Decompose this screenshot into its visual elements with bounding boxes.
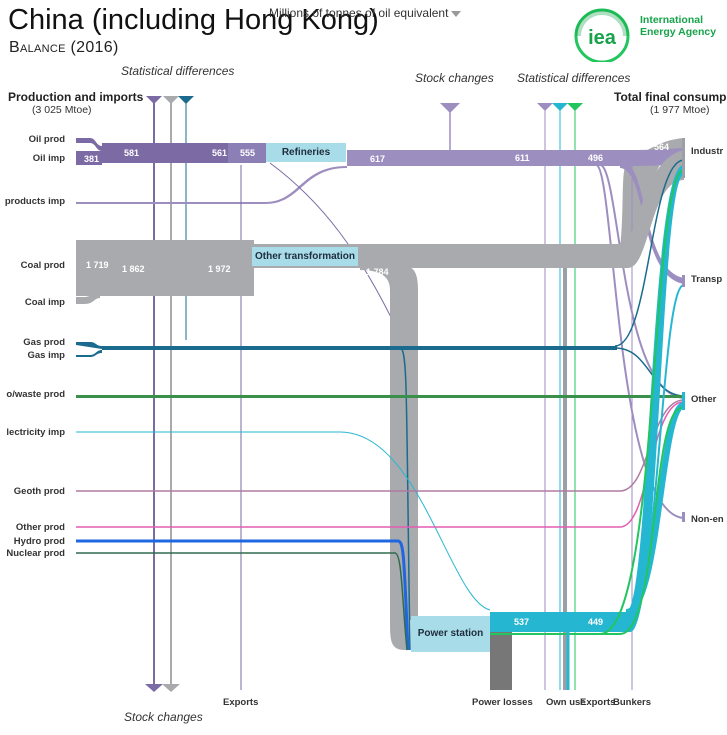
oil-cross-line	[269, 162, 403, 341]
sector-nonenergy: Non-en	[691, 514, 724, 525]
source-gas-prod: Gas prod	[23, 337, 65, 348]
source-hydro-prod: Hydro prod	[13, 536, 65, 547]
node-power-station[interactable]: Power station	[411, 616, 490, 652]
right-heading: Total final consump	[614, 90, 727, 104]
left-total: (3 025 Mtoe)	[32, 104, 92, 116]
stock-changes-bottom-label: Stock changes	[124, 710, 203, 724]
sector-bar-industry	[682, 138, 685, 178]
page-subtitle: Balance (2016)	[9, 39, 119, 56]
source-oil-prod: Oil prod	[28, 134, 65, 145]
hydro-flow	[76, 539, 410, 651]
exports-label: Exports	[223, 697, 259, 708]
oil-imp-flow	[76, 151, 102, 165]
power-losses-label: Power losses	[472, 697, 533, 708]
power-output-band	[490, 612, 630, 632]
nuclear-flow	[76, 552, 408, 651]
value-coal-1862: 1 862	[122, 264, 145, 274]
node-refineries[interactable]: Refineries	[266, 143, 346, 162]
sector-industry: Industr	[691, 146, 724, 157]
stat-diff-right-elec-marker	[552, 103, 568, 111]
coal-imp-flow	[76, 292, 100, 304]
coal-prod-flow	[76, 240, 254, 296]
logo-mark: iea	[588, 27, 617, 49]
oil-to-refinery	[228, 143, 266, 163]
sector-transport: Transp	[691, 274, 723, 285]
value-power-449: 449	[588, 617, 604, 627]
value-power-537: 537	[514, 617, 530, 627]
value-oil-496: 496	[588, 153, 604, 163]
exports2-label: Exports	[580, 697, 616, 708]
gas-main-flow	[102, 346, 617, 350]
gas-to-other	[614, 347, 685, 397]
geoth-flow	[76, 399, 685, 492]
value-oil-617: 617	[370, 154, 386, 164]
elec-imp-flow	[76, 431, 491, 611]
source-geoth-prod: Geoth prod	[13, 486, 65, 497]
source-coal-prod: Coal prod	[20, 260, 65, 271]
coal-mid-band	[358, 244, 628, 268]
chevron-down-icon	[451, 10, 462, 17]
own-use-label: Own use	[546, 697, 586, 708]
units-dropdown[interactable]: Millions of tonnes of oil equivalent	[269, 6, 462, 20]
other-prod-flow	[76, 401, 685, 528]
oil-main-flow	[102, 143, 264, 163]
source-oil-imp: Oil imp	[32, 153, 65, 164]
stock-change-oil-arrow	[145, 684, 163, 692]
stat-diff-right-label: Statistical differences	[517, 71, 631, 85]
value-oil-imp: 381	[84, 154, 100, 164]
green-heat-flow	[490, 406, 685, 635]
left-heading: Production and imports	[8, 90, 144, 104]
green-heat-industry	[599, 169, 685, 635]
power-losses-bar	[490, 632, 512, 690]
gas-to-power	[399, 347, 411, 651]
source-coal-imp: Coal imp	[24, 297, 65, 308]
stock-change-coal-arrow	[162, 684, 180, 692]
value-oil-561: 561	[212, 148, 228, 158]
iea-logo: iea	[574, 8, 630, 62]
source-nuclear-prod: Nuclear prod	[6, 548, 65, 559]
stock-changes-top-marker	[440, 103, 460, 113]
coal-to-tfc	[620, 150, 684, 268]
power-to-industry	[626, 164, 684, 632]
sector-bar-other	[682, 392, 685, 410]
stat-diff-left-label: Statistical differences	[121, 64, 235, 78]
bunkers-label: Bunkers	[613, 697, 652, 708]
power-to-transport	[625, 284, 685, 621]
gas-to-tfc	[614, 159, 685, 347]
value-oil-555: 555	[240, 148, 256, 158]
products-imp-flow	[76, 166, 347, 204]
stat-diff-right-green-marker	[567, 103, 583, 111]
sector-bar-transport	[682, 275, 685, 287]
value-oil-611: 611	[515, 153, 530, 163]
source-electricity-imp: lectricity imp	[6, 427, 65, 438]
source-other-prod: Other prod	[15, 522, 65, 533]
page-title: China (including Hong Kong)	[8, 4, 379, 36]
source-products-imp: products imp	[4, 196, 65, 207]
sector-other: Other	[691, 394, 717, 405]
stat-diff-coal-marker	[163, 96, 179, 104]
source-biowaste-prod: o/waste prod	[6, 389, 65, 400]
value-oil-581: 581	[124, 148, 140, 158]
right-total: (1 977 Mtoe)	[650, 104, 710, 116]
source-gas-imp: Gas imp	[27, 350, 66, 361]
node-other-transformation[interactable]: Other transformation	[252, 247, 358, 266]
value-coal-1784: 1 784	[366, 267, 389, 277]
gas-imp-flow	[76, 350, 102, 357]
bio-flow	[76, 395, 684, 398]
stat-diff-gas-marker	[178, 96, 194, 104]
oil-products-band	[347, 150, 617, 166]
value-coal-1972: 1 972	[208, 264, 231, 274]
stat-diff-right-oil-marker	[537, 103, 553, 111]
gas-prod-flow	[76, 342, 102, 349]
stat-diff-oil-marker	[146, 96, 162, 104]
stock-changes-top-label: Stock changes	[415, 71, 494, 85]
oil-prod-flow	[76, 138, 102, 151]
units-label: Millions of tonnes of oil equivalent	[269, 6, 449, 20]
value-coal-1719: 1 719	[86, 260, 109, 270]
sector-bar-nonenergy	[682, 512, 685, 522]
value-oil-tfc: 564	[654, 142, 670, 152]
